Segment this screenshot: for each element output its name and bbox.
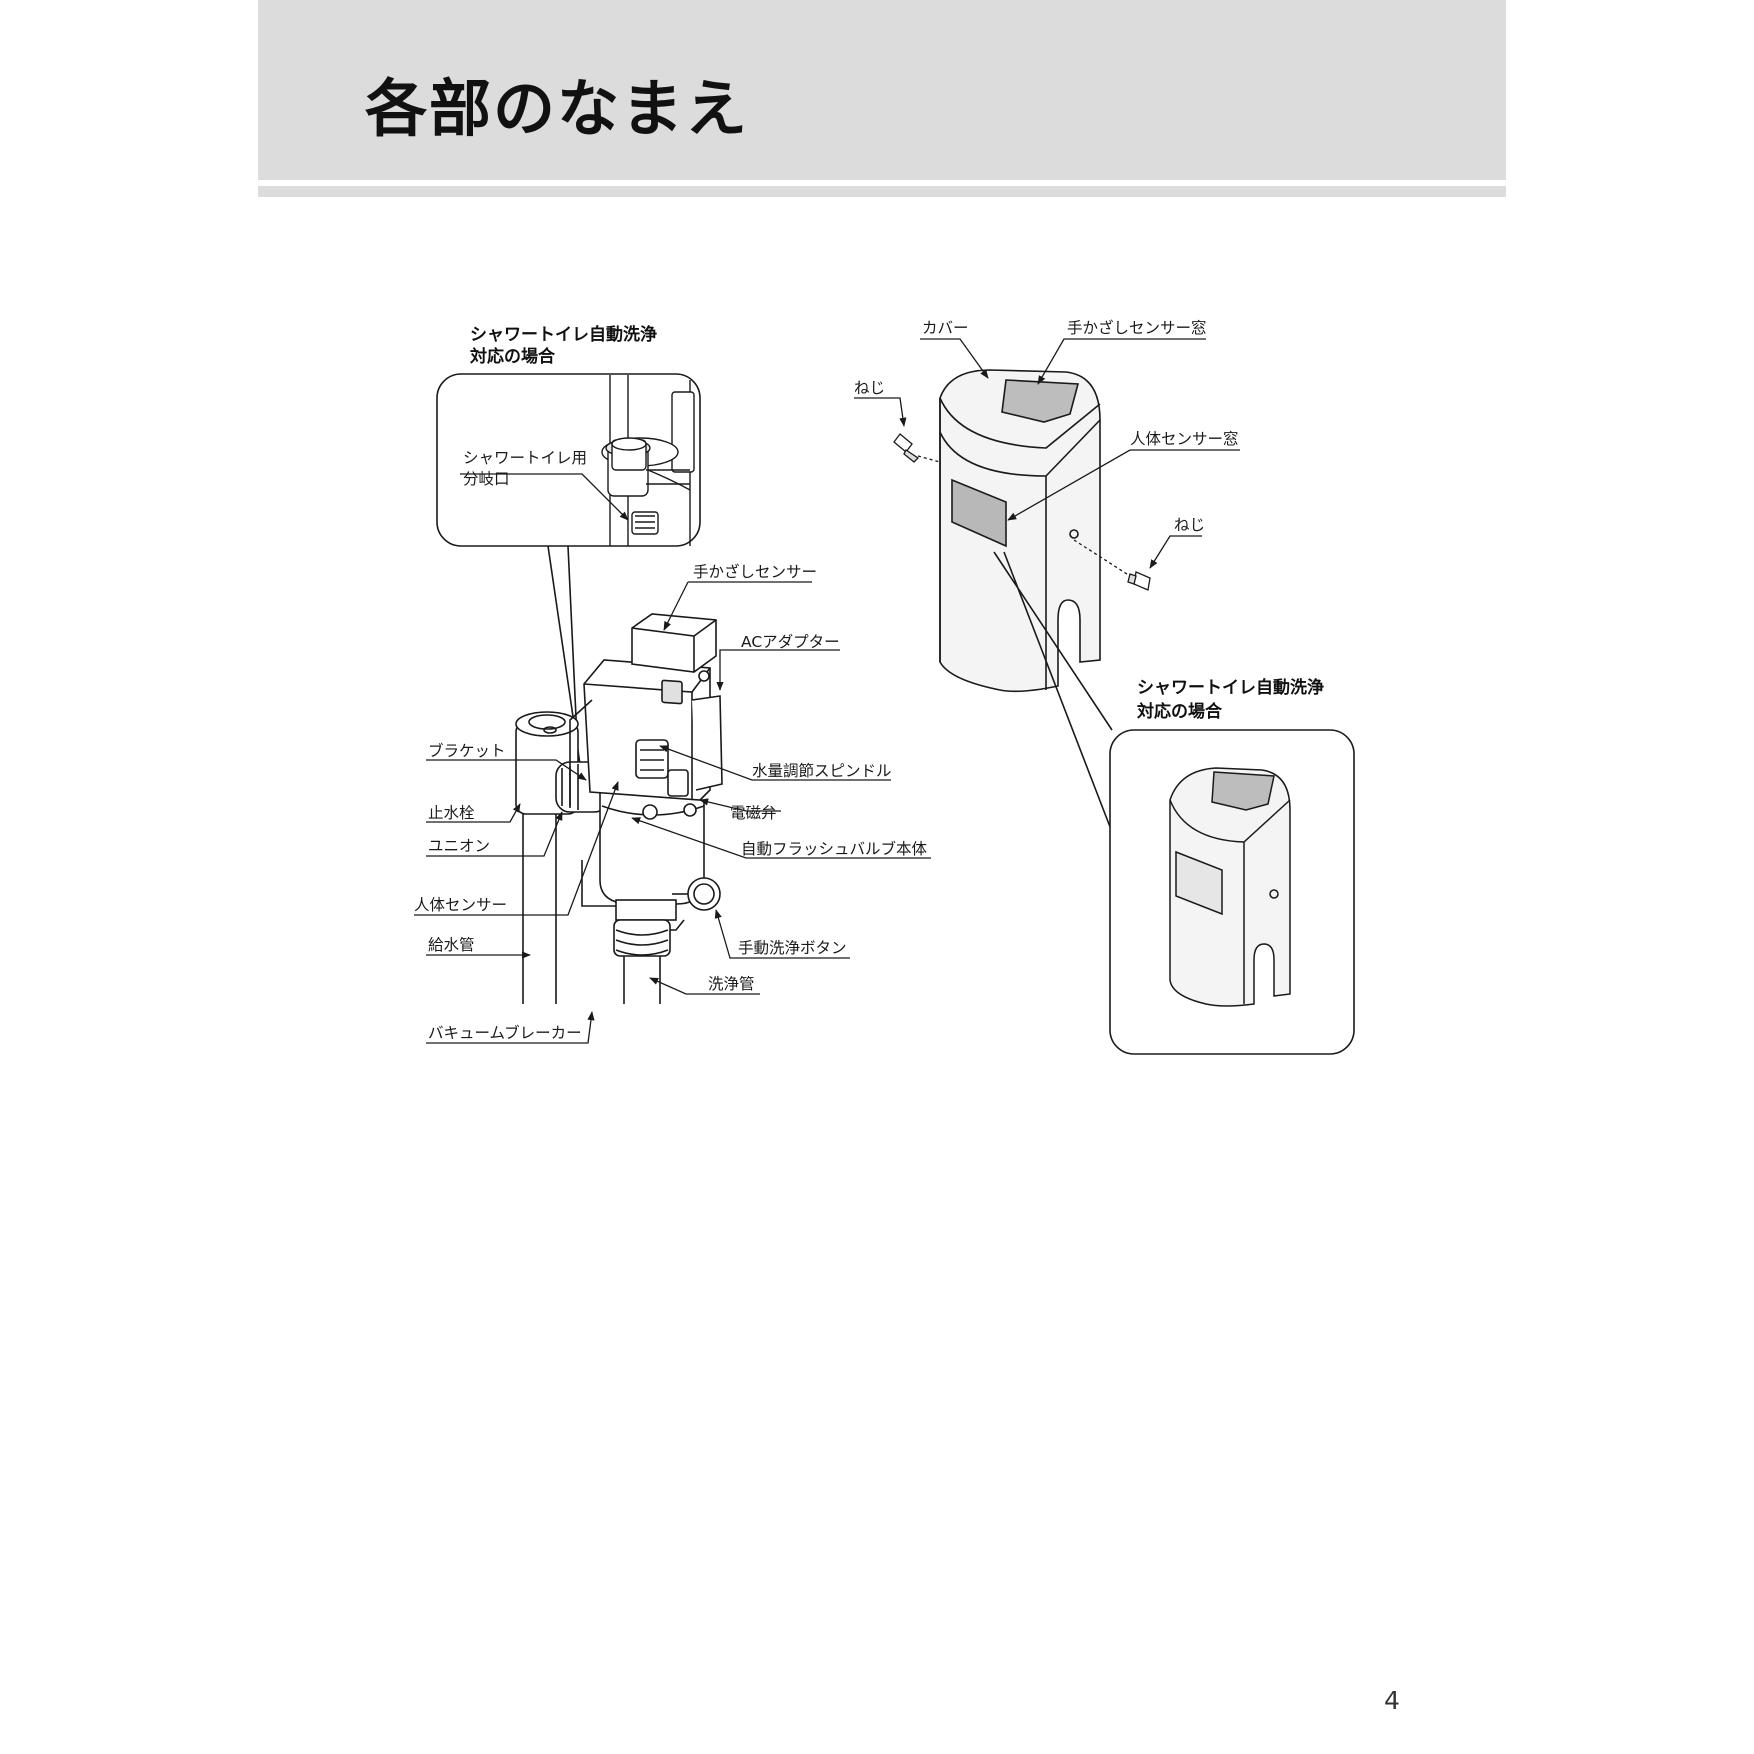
right-inset-tail [993, 551, 1113, 833]
label-valve-body: 自動フラッシュバルブ本体 [741, 839, 928, 858]
screw-side [1073, 539, 1151, 591]
right-labels: カバー 手かざしセンサー窓 ねじ 人体センサー窓 ねじ シャワートイレ自動洗浄 … [854, 318, 1324, 722]
label-bracket: ブラケット [428, 741, 506, 760]
label-cover: カバー [922, 319, 969, 337]
header-rule [258, 186, 1506, 197]
right-leader-lines [854, 338, 1240, 569]
left-labels: シャワートイレ自動洗浄 対応の場合 シャワートイレ用 分岐口 手かざしセンサー … [414, 324, 928, 1042]
left-inset-heading-line2: 対応の場合 [469, 346, 556, 367]
inset-branch-label-line1: シャワートイレ用 [463, 449, 587, 467]
page-title: 各部のなまえ [365, 72, 750, 145]
header-band [258, 0, 1506, 180]
left-leader-lines [414, 473, 931, 1044]
label-supply-pipe: 給水管 [428, 936, 475, 954]
cover-illustration [893, 369, 1355, 1055]
label-flow-spindle: 水量調節スピンドル [752, 762, 892, 780]
label-body-window: 人体センサー窓 [1130, 430, 1239, 448]
label-screw-side: ねじ [1174, 516, 1205, 534]
page-number: 4 [1384, 1686, 1400, 1715]
screw-top [893, 433, 941, 463]
label-ac-adapter: ACアダプター [741, 633, 840, 651]
label-screw-top: ねじ [854, 379, 885, 397]
right-inset-heading-line1: シャワートイレ自動洗浄 [1137, 677, 1324, 698]
right-inset-heading-line2: 対応の場合 [1136, 701, 1223, 722]
label-manual-button: 手動洗浄ボタン [738, 939, 847, 957]
label-solenoid-valve: 電磁弁 [730, 804, 777, 822]
inset-branch-label-line2: 分岐口 [463, 470, 510, 488]
valve-assembly-illustration [436, 373, 723, 1004]
label-stop-valve: 止水栓 [428, 804, 475, 822]
label-vacuum-breaker: バキュームブレーカー [428, 1023, 582, 1042]
label-body-sensor: 人体センサー [414, 896, 507, 914]
inset-cover-drawing [1169, 767, 1291, 1007]
label-flush-pipe: 洗浄管 [708, 975, 755, 993]
label-hand-sensor: 手かざしセンサー [693, 562, 817, 581]
label-union: ユニオン [428, 837, 490, 855]
label-hand-window: 手かざしセンサー窓 [1067, 318, 1207, 337]
left-inset-heading-line1: シャワートイレ自動洗浄 [470, 324, 657, 345]
